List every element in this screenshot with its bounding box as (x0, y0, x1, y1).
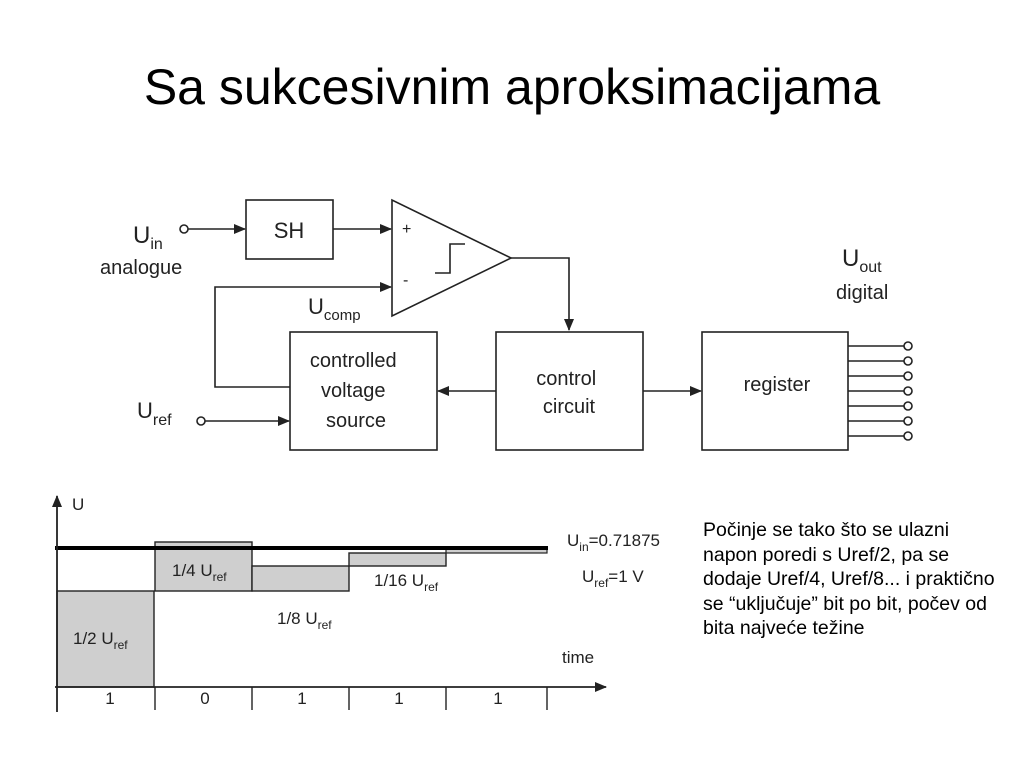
step-quarter-area (154, 541, 253, 592)
uin-label: Uin (133, 222, 163, 253)
timing-diagram: U time Uin=0.71875 Uref=1 V 1/2 Uref 1/4… (52, 495, 660, 712)
comparator (391, 198, 513, 318)
uin-terminal (179, 224, 189, 234)
step-sixteenth-area (348, 552, 447, 567)
block-diagram-labels: Uin analogue SH + - Ucomp Uout digital U… (100, 218, 888, 432)
step-label-eighth: 1/8 Uref (277, 609, 332, 632)
slide-title: Sa sukcesivnim aproksimacijama (143, 59, 881, 115)
comparator-output-wire (511, 257, 574, 331)
uout-label: Uout (842, 245, 882, 276)
comparator-minus-label: - (403, 272, 408, 289)
output-terminal (903, 341, 913, 351)
register-outputs (848, 341, 913, 441)
comparator-plus-label: + (402, 221, 411, 238)
bit-value: 1 (297, 689, 306, 708)
uref-terminal (196, 416, 206, 426)
output-terminal (903, 386, 913, 396)
ucomp-feedback-wire (214, 282, 392, 388)
output-terminal (903, 416, 913, 426)
cvs-label: controlled voltage source (310, 350, 402, 432)
bit-value: 1 (394, 689, 403, 708)
step-label-half: 1/2 Uref (73, 629, 128, 652)
bit-value: 1 (493, 689, 502, 708)
x-axis-label: time (562, 648, 594, 667)
register-label: register (744, 374, 811, 396)
y-axis-label: U (72, 495, 84, 514)
comparator-step-symbol (435, 243, 465, 274)
output-terminal (903, 356, 913, 366)
step-eighth-area (251, 565, 350, 592)
uin-value-label: Uin=0.71875 (567, 531, 660, 554)
analogue-label: analogue (100, 257, 182, 279)
block-diagram (179, 198, 913, 451)
sh-label: SH (274, 218, 305, 243)
control-circuit-label: control circuit (536, 368, 602, 418)
bit-dividers (154, 687, 548, 710)
output-terminal (903, 431, 913, 441)
bit-value: 0 (200, 689, 209, 708)
uref-label: Uref (137, 398, 172, 429)
step-label-sixteenth: 1/16 Uref (374, 571, 439, 594)
control-circuit-block (495, 331, 644, 451)
bit-values: 1 0 1 1 1 (105, 689, 502, 708)
uref-value-label: Uref=1 V (582, 567, 644, 590)
description-text: Počinje se tako što se ulazni napon pore… (703, 519, 995, 639)
output-terminal (903, 371, 913, 381)
step-half-area (56, 590, 155, 688)
bit-value: 1 (105, 689, 114, 708)
step-label-quarter: 1/4 Uref (172, 561, 227, 584)
output-terminal (903, 401, 913, 411)
ucomp-label: Ucomp (308, 294, 361, 324)
digital-label: digital (836, 282, 888, 304)
